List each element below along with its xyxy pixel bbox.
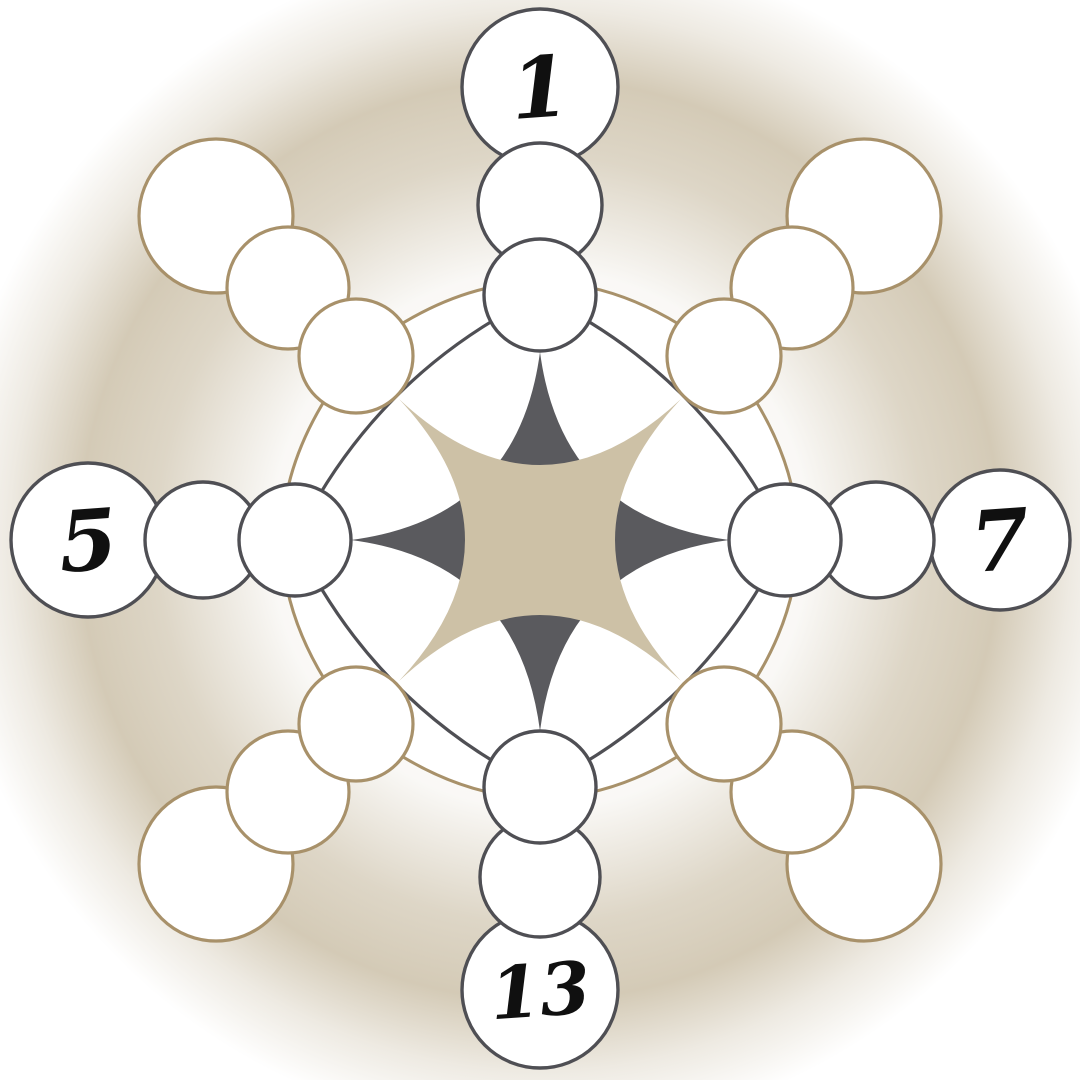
arm-bottom: 13 [460,729,620,1070]
cell-right-inner[interactable] [727,482,843,598]
arm-top: 1 [460,7,620,353]
clue-top: 1 [507,36,572,139]
cell-lower-right-inner[interactable] [665,665,783,783]
clue-bottom: 13 [487,945,593,1037]
cell-top-inner[interactable] [482,237,598,353]
clue-left: 5 [55,489,120,592]
cell-bottom-inner[interactable] [482,729,598,845]
arm-left: 5 [9,461,353,619]
center-beige-star [399,399,681,681]
cell-upper-left-inner[interactable] [297,297,415,415]
cell-upper-right-inner[interactable] [665,297,783,415]
cell-lower-left-inner[interactable] [297,665,415,783]
arm-upper-right [665,137,943,415]
cell-left-inner[interactable] [237,482,353,598]
clue-right: 7 [967,489,1032,592]
arm-lower-left [137,665,415,943]
arm-right: 7 [727,468,1072,612]
arm-lower-right [665,665,943,943]
arm-upper-left [137,137,415,415]
